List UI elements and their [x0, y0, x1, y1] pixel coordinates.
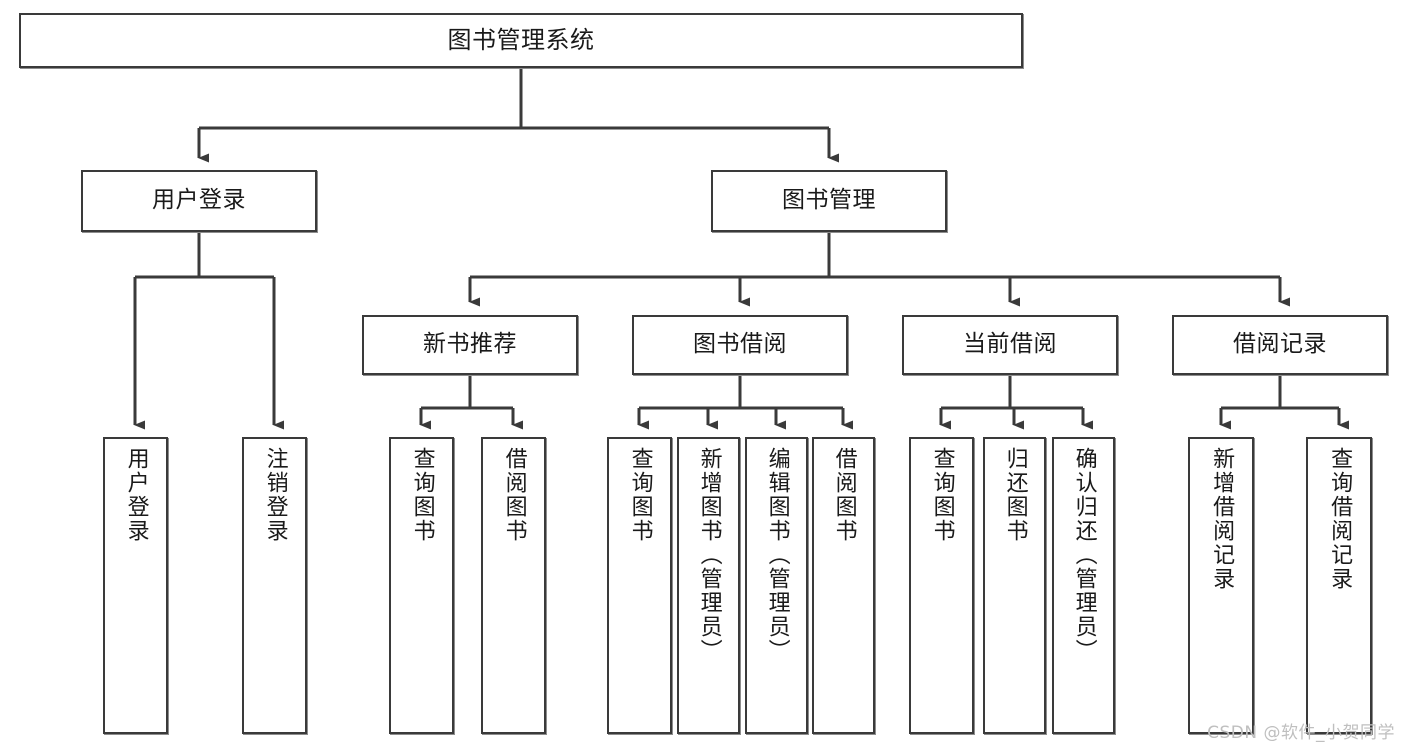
- node-label: 借阅记录: [1233, 331, 1327, 358]
- node-root-system[interactable]: 图书管理系统: [19, 13, 1023, 68]
- node-label: 用户登录: [123, 447, 149, 543]
- node-current-borrow[interactable]: 当前借阅: [902, 315, 1118, 375]
- node-label: 注销登录: [262, 447, 288, 543]
- node-user-login[interactable]: 用户登录: [81, 170, 317, 232]
- node-book-management[interactable]: 图书管理: [711, 170, 947, 232]
- node-label: 查询图书: [929, 447, 955, 543]
- node-label: 新增图书（管理员）: [696, 447, 722, 663]
- leaf-add-borrow-record[interactable]: 新增借阅记录: [1188, 437, 1254, 734]
- node-label: 归还图书: [1002, 447, 1028, 543]
- leaf-edit-book-admin[interactable]: 编辑图书（管理员）: [745, 437, 808, 734]
- leaf-borrow-book-recommend[interactable]: 借阅图书: [481, 437, 546, 734]
- leaf-query-book-current[interactable]: 查询图书: [909, 437, 974, 734]
- leaf-user-login[interactable]: 用户登录: [103, 437, 168, 734]
- leaf-logout[interactable]: 注销登录: [242, 437, 307, 734]
- node-label: 查询图书: [627, 447, 653, 543]
- node-label: 新书推荐: [423, 331, 517, 358]
- leaf-query-borrow-record[interactable]: 查询借阅记录: [1306, 437, 1372, 734]
- node-label: 查询图书: [409, 447, 435, 543]
- leaf-borrow-book[interactable]: 借阅图书: [812, 437, 875, 734]
- node-label: 编辑图书（管理员）: [764, 447, 790, 663]
- node-label: 图书借阅: [693, 331, 787, 358]
- node-label: 图书管理: [782, 187, 876, 214]
- node-label: 当前借阅: [963, 331, 1057, 358]
- node-label: 新增借阅记录: [1209, 447, 1235, 591]
- leaf-query-book-borrow[interactable]: 查询图书: [607, 437, 672, 734]
- node-label: 用户登录: [152, 187, 246, 214]
- node-book-borrow[interactable]: 图书借阅: [632, 315, 848, 375]
- node-label: 确认归还（管理员）: [1071, 447, 1097, 663]
- csdn-watermark: CSDN @软件_小贺同学: [1207, 723, 1395, 743]
- node-borrow-record[interactable]: 借阅记录: [1172, 315, 1388, 375]
- node-label: 查询借阅记录: [1327, 447, 1353, 591]
- leaf-add-book-admin[interactable]: 新增图书（管理员）: [677, 437, 740, 734]
- node-label: 借阅图书: [831, 447, 857, 543]
- leaf-query-book-recommend[interactable]: 查询图书: [389, 437, 454, 734]
- node-label: 图书管理系统: [447, 26, 595, 55]
- leaf-confirm-return-admin[interactable]: 确认归还（管理员）: [1052, 437, 1115, 734]
- node-new-book-recommend[interactable]: 新书推荐: [362, 315, 578, 375]
- leaf-return-book[interactable]: 归还图书: [983, 437, 1046, 734]
- node-label: 借阅图书: [501, 447, 527, 543]
